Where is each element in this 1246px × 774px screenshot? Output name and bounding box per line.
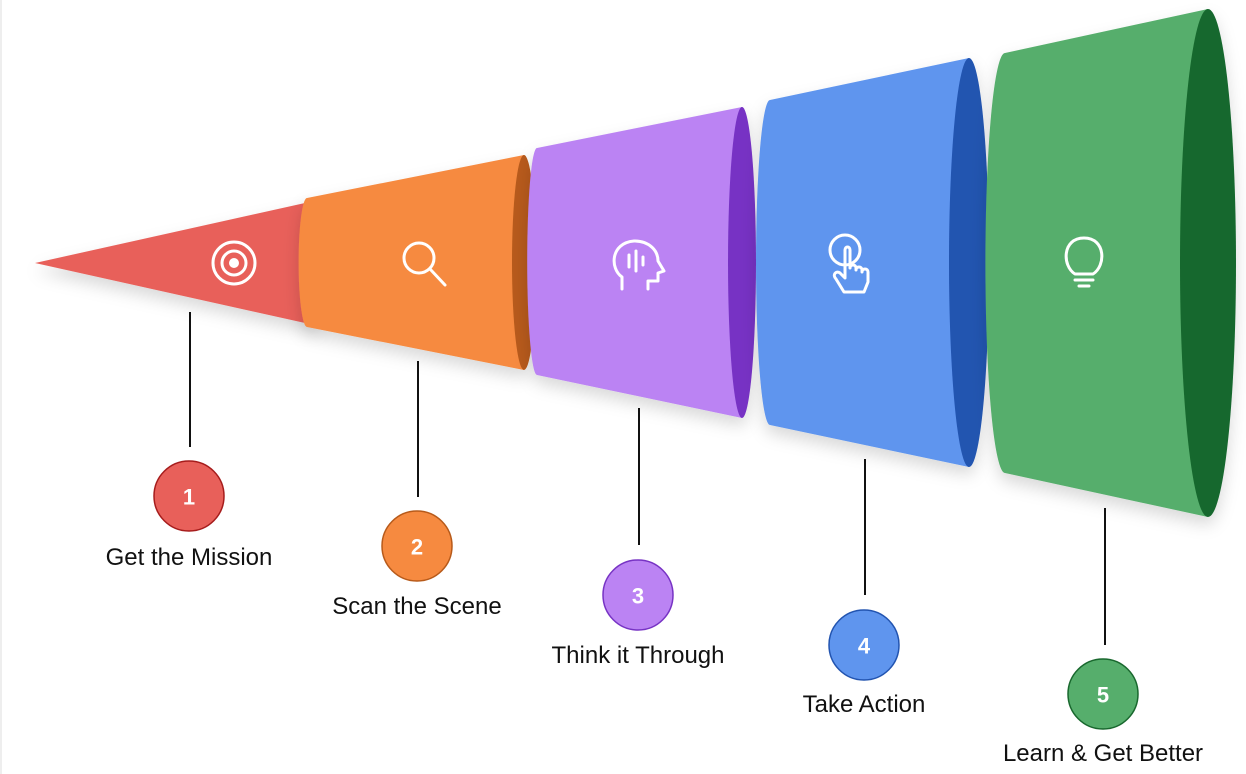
- step-label: Take Action: [803, 691, 926, 718]
- funnel-segment-4: [756, 58, 989, 467]
- segment-body: [985, 9, 1208, 517]
- step-number: 4: [858, 634, 871, 659]
- target-icon: [211, 240, 257, 286]
- step-number-badge: [828, 609, 900, 681]
- step-number-badge: [153, 460, 225, 532]
- step-number-badge: [381, 510, 453, 582]
- step-number-badge: [602, 559, 674, 631]
- head-thinking-icon: [612, 239, 666, 291]
- funnel-segment-1: [35, 201, 322, 325]
- step-label: Get the Mission: [106, 544, 273, 571]
- funnel-segment-5: [985, 9, 1236, 517]
- segment-body: [298, 155, 524, 370]
- step-label: Learn & Get Better: [1003, 740, 1203, 767]
- tap-hand-icon: [828, 233, 870, 294]
- lightbulb-icon: [1064, 236, 1104, 288]
- step-label: Scan the Scene: [332, 593, 501, 620]
- segment-rim: [949, 58, 989, 467]
- step-number-badge: [1067, 658, 1139, 730]
- step-number: 3: [632, 584, 644, 609]
- segment-rim: [1180, 9, 1236, 517]
- step-label: Think it Through: [552, 642, 725, 669]
- segment-body: [756, 58, 969, 467]
- funnel-segment-2: [298, 155, 536, 370]
- segment-rim: [728, 107, 756, 418]
- search-icon: [402, 241, 447, 287]
- step-number: 1: [183, 485, 195, 510]
- step-number: 2: [411, 535, 423, 560]
- step-number: 5: [1097, 683, 1109, 708]
- segment-body: [35, 201, 314, 325]
